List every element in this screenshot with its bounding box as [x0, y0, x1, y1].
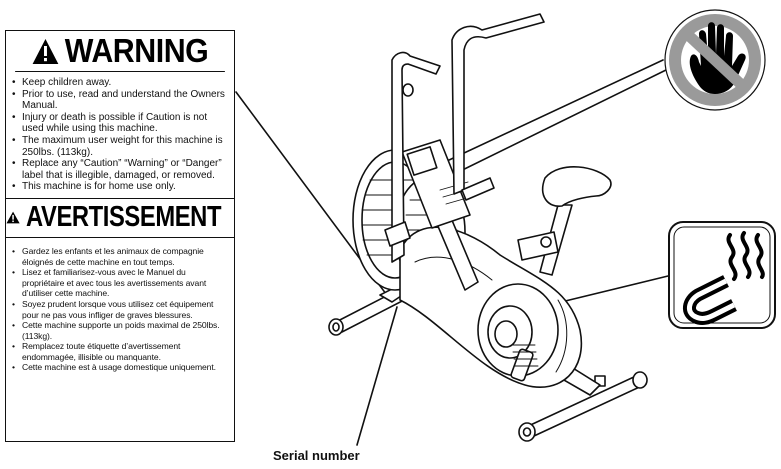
no-hand-leader-line: [431, 59, 664, 169]
serial-number-callout: Serial number: [273, 448, 360, 463]
list-item: Soyez prudent lorsque vous utilisez cet …: [12, 299, 228, 320]
warning-triangle-icon: [6, 204, 20, 231]
left-handlebar: [384, 51, 441, 263]
list-item: Remplacez toute étiquette d’avertissemen…: [12, 341, 228, 362]
avertissement-banner: AVERTISSEMENT: [6, 197, 234, 238]
rear-stabilizer: [518, 371, 648, 442]
pedal: [510, 344, 539, 382]
warning-banner: WARNING: [15, 31, 225, 72]
warning-list-fr: Gardez les enfants et les animaux de com…: [6, 238, 234, 378]
list-item: Cette machine supporte un poids maximal …: [12, 320, 228, 341]
hot-surface-icon: [668, 221, 776, 329]
warning-label: WARNING Keep children away. Prior to use…: [5, 30, 235, 442]
list-item: Gardez les enfants et les animaux de com…: [12, 246, 228, 267]
list-item: Replace any “Caution” “Warning” or “Dang…: [12, 158, 228, 181]
warning-triangle-icon: [32, 38, 60, 65]
list-item: This machine is for home use only.: [12, 181, 228, 193]
right-handlebar: [451, 13, 545, 201]
prohibited-hand-icon: [664, 9, 766, 111]
list-item: Injury or death is possible if Caution i…: [12, 112, 228, 135]
seat: [517, 166, 612, 276]
warning-list-en: Keep children away. Prior to use, read a…: [6, 72, 234, 198]
bike-shroud: [399, 226, 583, 388]
console: [401, 139, 479, 291]
list-item: Lisez et familiarisez-vous avec le Manue…: [12, 267, 228, 299]
serial-leader-line: [356, 306, 398, 446]
list-item: Prior to use, read and understand the Ow…: [12, 89, 228, 112]
warning-title: WARNING: [64, 32, 209, 69]
list-item: The maximum user weight for this machine…: [12, 135, 228, 158]
list-item: Cette machine est à usage domestique uni…: [12, 362, 228, 373]
avertissement-title: AVERTISSEMENT: [26, 201, 222, 234]
list-item: Keep children away.: [12, 77, 228, 89]
no-hand-leader-line: [437, 69, 667, 183]
